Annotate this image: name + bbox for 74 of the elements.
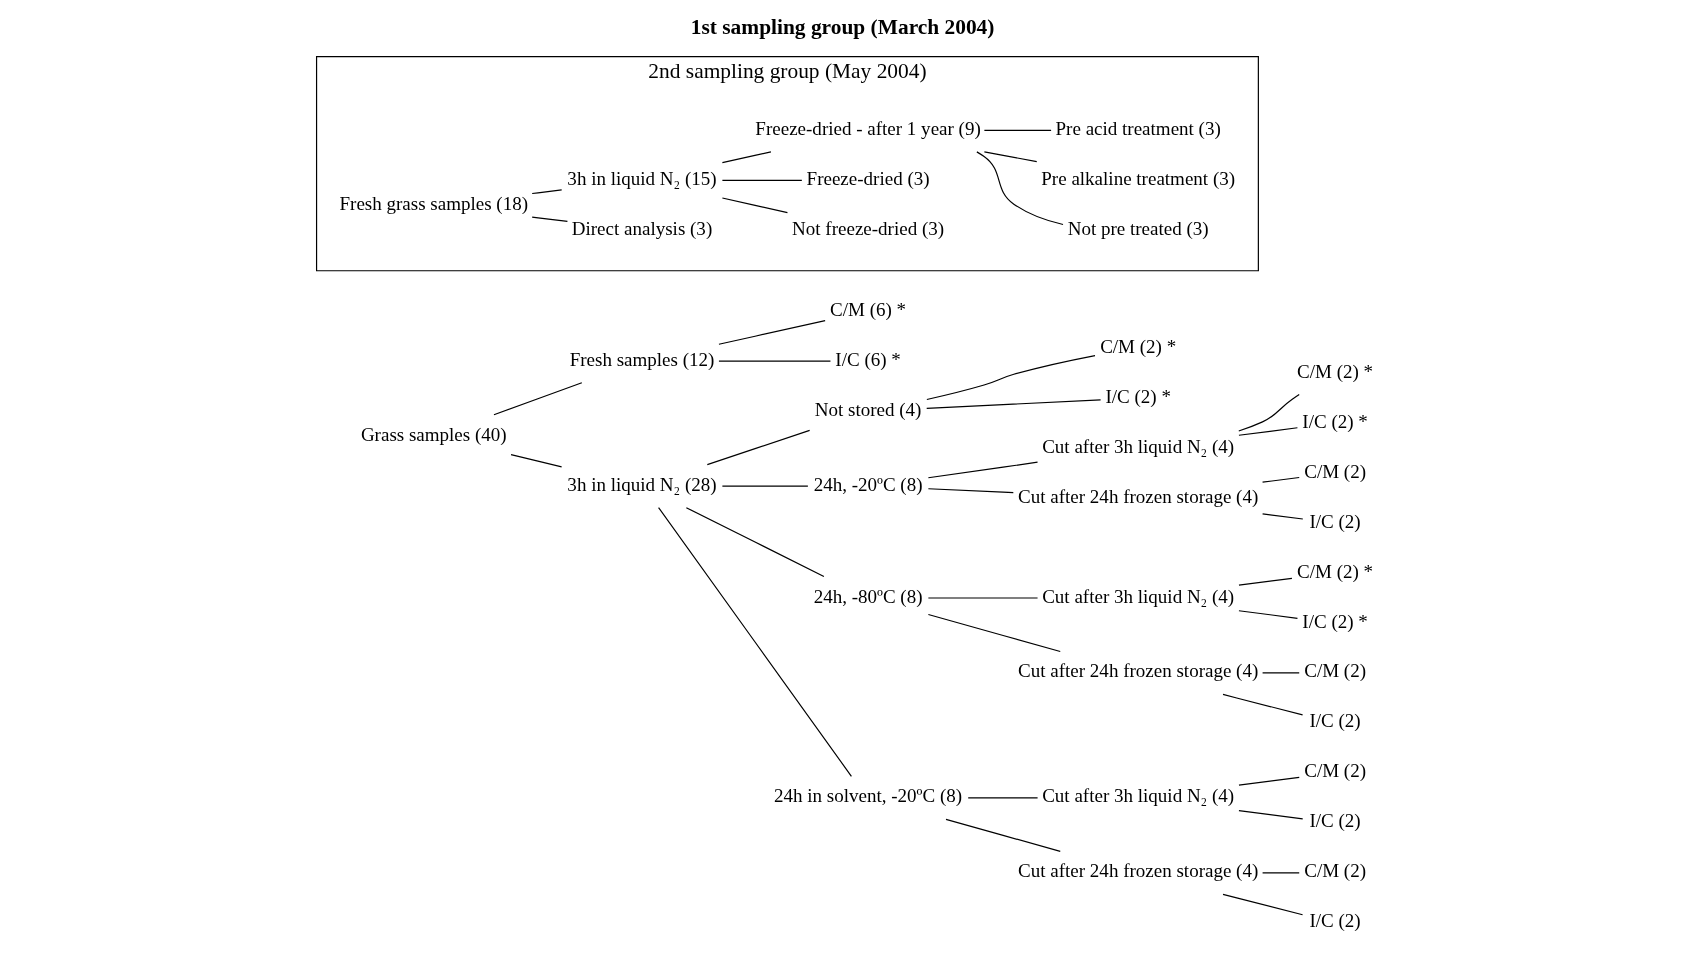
connector (927, 461, 1038, 478)
node-text: I/C (6) * (834, 348, 901, 370)
connector (927, 613, 1061, 652)
connector (983, 150, 1037, 162)
node-text: Cut after 24h frozen storage (4) (1017, 485, 1258, 507)
node-text: C/M (2) * (1296, 560, 1373, 582)
node-text: C/M (2) (1303, 659, 1366, 681)
node-text: Cut after 3h liquid N₂ (4) (1041, 435, 1234, 457)
connector (944, 818, 1061, 852)
node-text: 3h in liquid N₂ (28) (566, 473, 717, 495)
node-text: Pre acid treatment (3) (1055, 117, 1221, 139)
node-text: C/M (2) * (1296, 360, 1373, 382)
connector (717, 319, 826, 345)
node-text: C/M (2) (1303, 859, 1366, 881)
node-text: I/C (2) * (1104, 385, 1171, 407)
connector (657, 506, 852, 777)
connector (1221, 693, 1303, 715)
connector (1237, 393, 1300, 432)
connector (983, 129, 1052, 131)
connector (1261, 512, 1303, 520)
node-text: C/M (2) (1303, 460, 1366, 482)
node-text: Cut after 3h liquid N₂ (4) (1041, 784, 1234, 806)
connector (925, 398, 1101, 409)
node-text: Cut after 24h frozen storage (4) (1017, 659, 1258, 681)
connector (531, 188, 562, 194)
node-text: I/C (2) * (1301, 610, 1368, 631)
connector (1261, 476, 1300, 483)
node-text: Grass samples (40) (360, 423, 507, 445)
node-text: Not stored (4) (814, 398, 921, 420)
node-text: I/C (2) * (1301, 410, 1368, 432)
connector (721, 150, 772, 163)
node-text: Freeze-dried (3) (806, 167, 930, 189)
node-text: 24h in solvent, -20ºC (8) (773, 784, 962, 806)
node-text: Cut after 24h frozen storage (4) (1017, 859, 1258, 881)
node-text: I/C (2) (1308, 909, 1361, 931)
connector (1261, 871, 1300, 873)
node-text: C/M (6) * (829, 298, 906, 320)
connector (492, 381, 582, 415)
connector (706, 429, 810, 465)
connector (531, 216, 568, 222)
node-text: 24h, -20ºC (8) (813, 473, 923, 495)
connector (509, 453, 562, 467)
node-text: Not pre treated (3) (1067, 217, 1209, 239)
node-text: 3h in liquid N₂ (15) (566, 167, 717, 189)
connector (927, 487, 1014, 493)
node-text: C/M (2) * (1099, 335, 1176, 357)
diagram-title: 1st sampling group (March 2004) (690, 14, 994, 39)
node-text: Freeze-dried - after 1 year (9) (754, 117, 981, 139)
connector (685, 506, 824, 577)
connector (721, 179, 802, 181)
node-text: Pre alkaline treatment (3) (1040, 167, 1235, 189)
node-text: Not freeze-dried (3) (791, 217, 944, 239)
node-text: 24h, -80ºC (8) (813, 585, 923, 607)
node-text: I/C (2) (1308, 709, 1361, 731)
node-text: I/C (2) (1308, 809, 1361, 831)
connector (721, 485, 808, 487)
node-text: C/M (2) (1303, 759, 1366, 781)
node-text: Fresh grass samples (18) (339, 192, 528, 214)
connector (1237, 809, 1303, 819)
connector (967, 796, 1038, 798)
node-text: Fresh samples (12) (569, 348, 714, 370)
connector (721, 196, 788, 213)
connector (1237, 609, 1298, 619)
node-text: Cut after 3h liquid N₂ (4) (1041, 585, 1234, 607)
connector (1237, 426, 1298, 436)
connector (1237, 577, 1292, 586)
connector (717, 360, 831, 362)
connector (975, 150, 1064, 225)
node-text: I/C (2) (1308, 510, 1361, 532)
connector (1237, 776, 1300, 786)
connector (1221, 893, 1303, 915)
connector (1261, 671, 1300, 674)
connector (925, 354, 1096, 400)
node-text: Direct analysis (3) (571, 217, 712, 239)
